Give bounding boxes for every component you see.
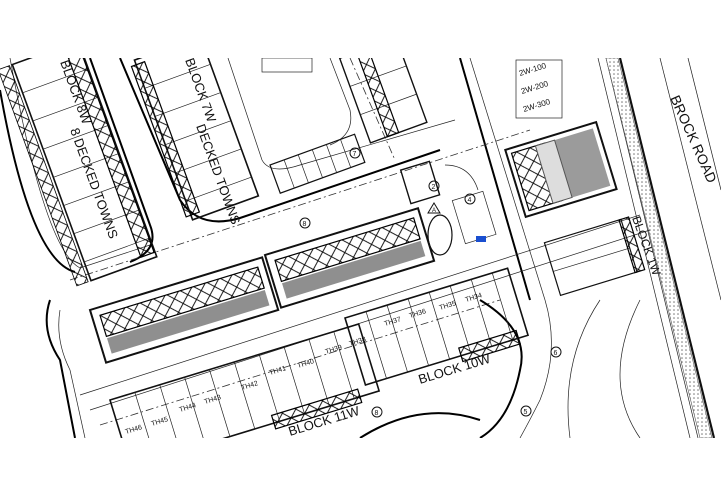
townhouse-label: TH37 (384, 316, 403, 328)
amenity-area (399, 160, 497, 256)
unit-code: 2W-200 (520, 79, 550, 96)
marker: 8 (371, 406, 383, 418)
townhouse-label: TH44 (179, 402, 198, 414)
central-building-west (88, 256, 280, 364)
block-11w-footprint (109, 322, 381, 438)
parking-area (269, 133, 366, 194)
block-1w-footprint (543, 216, 646, 297)
svg-text:2: 2 (432, 184, 436, 191)
brock-road (597, 58, 721, 438)
townhouse-label: TH43 (204, 394, 223, 406)
block-2w-footprint (504, 120, 618, 219)
block-7w-label: BLOCK 7W (182, 56, 219, 125)
marker: 6 (550, 346, 562, 358)
townhouse-label: TH36 (409, 308, 428, 320)
unit-code: 2W-300 (522, 97, 552, 114)
note-box (261, 58, 313, 73)
svg-text:6: 6 (554, 350, 558, 357)
townhouse-label: TH34 (465, 292, 484, 304)
townhouse-label: TH35 (439, 300, 458, 312)
unit-code-box (515, 59, 563, 119)
marker: 7 (349, 147, 361, 159)
townhouse-label: TH40 (297, 358, 316, 370)
marker: 2 (428, 180, 440, 192)
svg-text:8: 8 (375, 410, 379, 417)
svg-text:4: 4 (468, 197, 472, 204)
block-top-footprint (338, 58, 428, 144)
svg-text:5: 5 (524, 409, 528, 416)
accent-marker (476, 236, 486, 242)
townhouse-label: TH41 (269, 365, 288, 377)
svg-text:A: A (432, 208, 436, 214)
block-7w-footprint (130, 58, 260, 221)
svg-text:8: 8 (303, 221, 307, 228)
svg-text:7: 7 (353, 151, 357, 158)
marker: A (427, 202, 441, 214)
unit-code: 2W-100 (518, 61, 548, 78)
block-8w-footprint (0, 58, 158, 287)
central-building-east (263, 206, 436, 309)
marker: 5 (520, 405, 532, 417)
townhouse-label: TH42 (241, 380, 260, 392)
townhouse-label: TH46 (125, 424, 144, 436)
marker: 8 (299, 217, 311, 229)
block-10w-footprint (344, 267, 530, 386)
townhouse-label: TH45 (151, 416, 170, 428)
marker: 4 (464, 193, 476, 205)
block-10w-label: BLOCK 10W (416, 351, 492, 387)
townhouse-label: TH39 (325, 344, 344, 356)
brock-road-label: BROCK ROAD (667, 93, 720, 185)
townhouse-label: TH38 (349, 336, 368, 348)
